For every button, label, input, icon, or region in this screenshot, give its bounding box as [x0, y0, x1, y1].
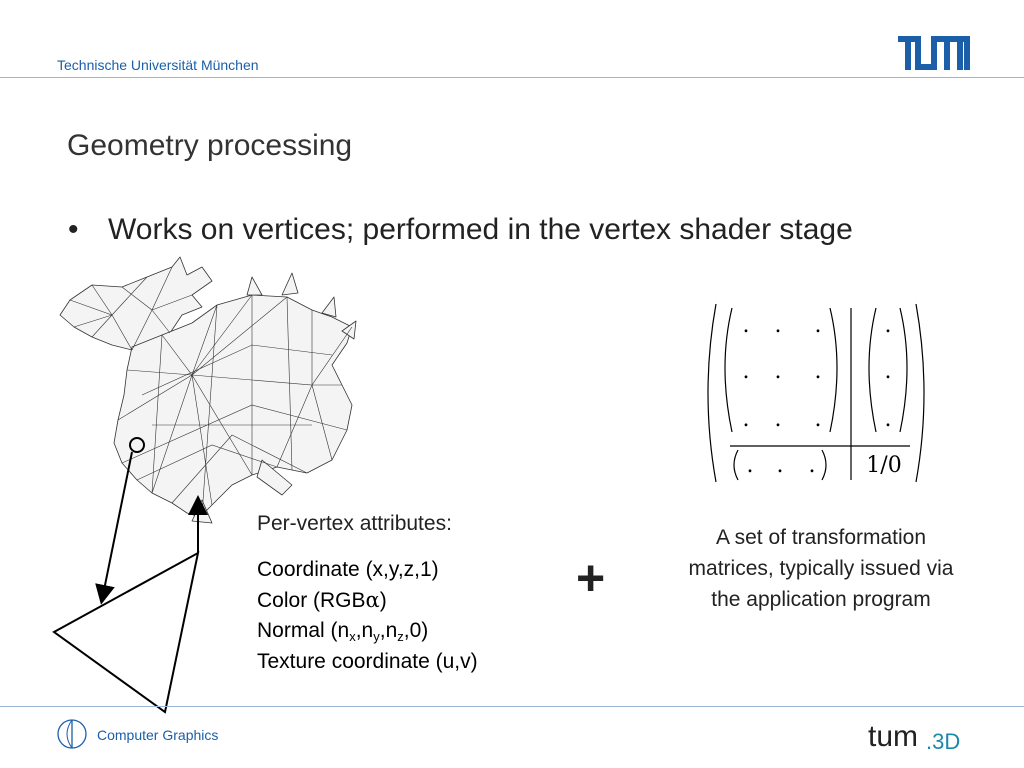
transformation-matrix: . . . . . . . . . . . . . . . 1/0 — [707, 303, 925, 483]
attribute-color: Color (RGBα) — [257, 588, 387, 612]
attributes-title: Per-vertex attributes: — [257, 512, 452, 535]
svg-text:.: . — [775, 313, 782, 338]
university-name: Technische Universität München — [57, 57, 259, 73]
svg-text:.: . — [743, 313, 750, 338]
bullet-item: • Works on vertices; performed in the ver… — [68, 213, 853, 247]
tum-logo-icon — [898, 36, 970, 70]
footer-divider — [0, 706, 1024, 707]
svg-text:.: . — [815, 407, 822, 432]
svg-text:.: . — [775, 359, 782, 384]
svg-text:.: . — [885, 313, 892, 338]
bullet-text: Works on vertices; performed in the vert… — [108, 213, 853, 246]
svg-text:.: . — [815, 359, 822, 384]
svg-text:tum: tum — [868, 720, 918, 753]
plus-sign: + — [576, 550, 606, 606]
svg-text:.: . — [743, 359, 750, 384]
attribute-coordinate: Coordinate (x,y,z,1) — [257, 558, 439, 581]
header-divider — [0, 77, 1024, 78]
svg-text:.: . — [885, 407, 892, 432]
chair-globe-icon — [57, 719, 87, 749]
svg-text:.: . — [809, 453, 816, 478]
svg-text:.: . — [777, 453, 784, 478]
svg-text:.: . — [743, 407, 750, 432]
attribute-normal: Normal (nx,ny,nz,0) — [257, 619, 429, 644]
svg-text:.: . — [815, 313, 822, 338]
course-name: Computer Graphics — [97, 727, 219, 743]
slide-title: Geometry processing — [67, 129, 353, 162]
matrix-description: A set of transformation matrices, typica… — [688, 526, 954, 611]
svg-text:.: . — [747, 453, 754, 478]
attribute-texture: Texture coordinate (u,v) — [257, 650, 478, 673]
svg-text:.3D: .3D — [926, 729, 960, 754]
bullet-marker: • — [68, 213, 79, 246]
wireframe-dragon-icon — [59, 256, 357, 524]
svg-text:.: . — [775, 407, 782, 432]
tum3d-logo-icon: tum .3D — [868, 720, 960, 754]
matrix-corner-value: 1/0 — [866, 453, 901, 478]
svg-text:.: . — [885, 359, 892, 384]
